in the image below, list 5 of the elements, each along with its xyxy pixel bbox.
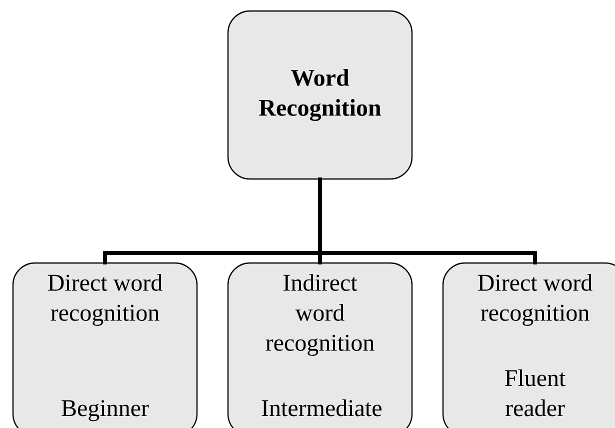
connector-line bbox=[318, 178, 537, 264]
rounded-box: Direct word recognition Beginner bbox=[12, 262, 198, 428]
rounded-box: Indirect word recognition Intermediate bbox=[227, 262, 413, 428]
rounded-box: Direct word recognition Fluent reader bbox=[442, 262, 615, 428]
title-box: Word Recognition bbox=[227, 10, 413, 180]
